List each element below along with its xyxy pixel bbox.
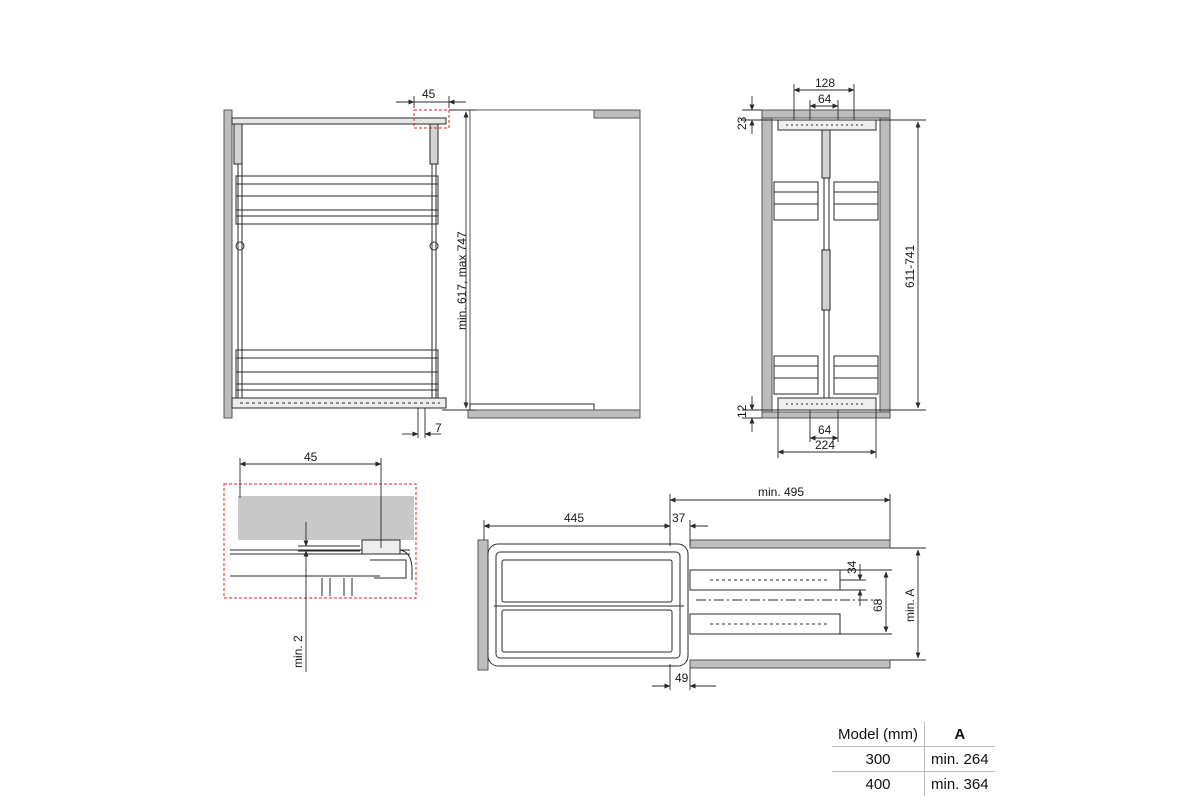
dim-side-top-width: 45 bbox=[422, 87, 436, 101]
dim-plan-gap: 37 bbox=[672, 511, 686, 525]
header-a: A bbox=[924, 722, 995, 747]
table-row: 300 min. 264 bbox=[832, 746, 995, 772]
detail-dimension-lines bbox=[239, 458, 382, 672]
dim-front-top-inner: 64 bbox=[818, 92, 832, 106]
dim-plan-width: min. A bbox=[903, 589, 917, 622]
plan-dimension-lines bbox=[483, 494, 926, 690]
dim-plan-basket-depth: 445 bbox=[564, 511, 584, 525]
header-model: Model (mm) bbox=[832, 722, 926, 747]
dim-front-bottom-inner: 64 bbox=[818, 423, 832, 437]
row-a: min. 364 bbox=[924, 771, 995, 796]
dim-detail-gap: min. 2 bbox=[291, 635, 305, 668]
row-a: min. 264 bbox=[924, 746, 995, 772]
detail-view bbox=[223, 483, 417, 599]
dim-detail-width: 45 bbox=[304, 450, 318, 464]
table-row: 400 min. 364 bbox=[832, 771, 995, 796]
row-model: 400 bbox=[832, 771, 926, 796]
dim-plan-rail-1: 34 bbox=[845, 560, 859, 574]
dim-front-bottom-outer: 224 bbox=[815, 438, 835, 452]
dim-front-height: 611-741 bbox=[903, 245, 917, 288]
table-header-row: Model (mm) A bbox=[832, 722, 995, 747]
dim-front-top-offset: 23 bbox=[735, 116, 749, 130]
detail-highlight-frame bbox=[223, 483, 417, 599]
plan-view bbox=[477, 539, 891, 671]
row-model: 300 bbox=[832, 746, 926, 772]
dim-side-height: min. 617, max 747 bbox=[455, 231, 469, 330]
dim-front-bottom-offset: 12 bbox=[735, 404, 749, 418]
dim-front-top-outer: 128 bbox=[815, 76, 835, 90]
side-view bbox=[223, 109, 641, 419]
front-dimension-lines bbox=[742, 84, 926, 458]
model-table: Model (mm) A 300 min. 264 400 min. 364 bbox=[832, 722, 995, 796]
dim-side-bottom-offset: 7 bbox=[435, 421, 442, 435]
dim-plan-rail-2: 68 bbox=[871, 598, 885, 612]
dim-plan-front-offset: 49 bbox=[675, 671, 689, 685]
dim-plan-min-depth: min. 495 bbox=[758, 485, 804, 499]
side-dimension-lines bbox=[396, 96, 476, 438]
front-view bbox=[761, 109, 891, 419]
